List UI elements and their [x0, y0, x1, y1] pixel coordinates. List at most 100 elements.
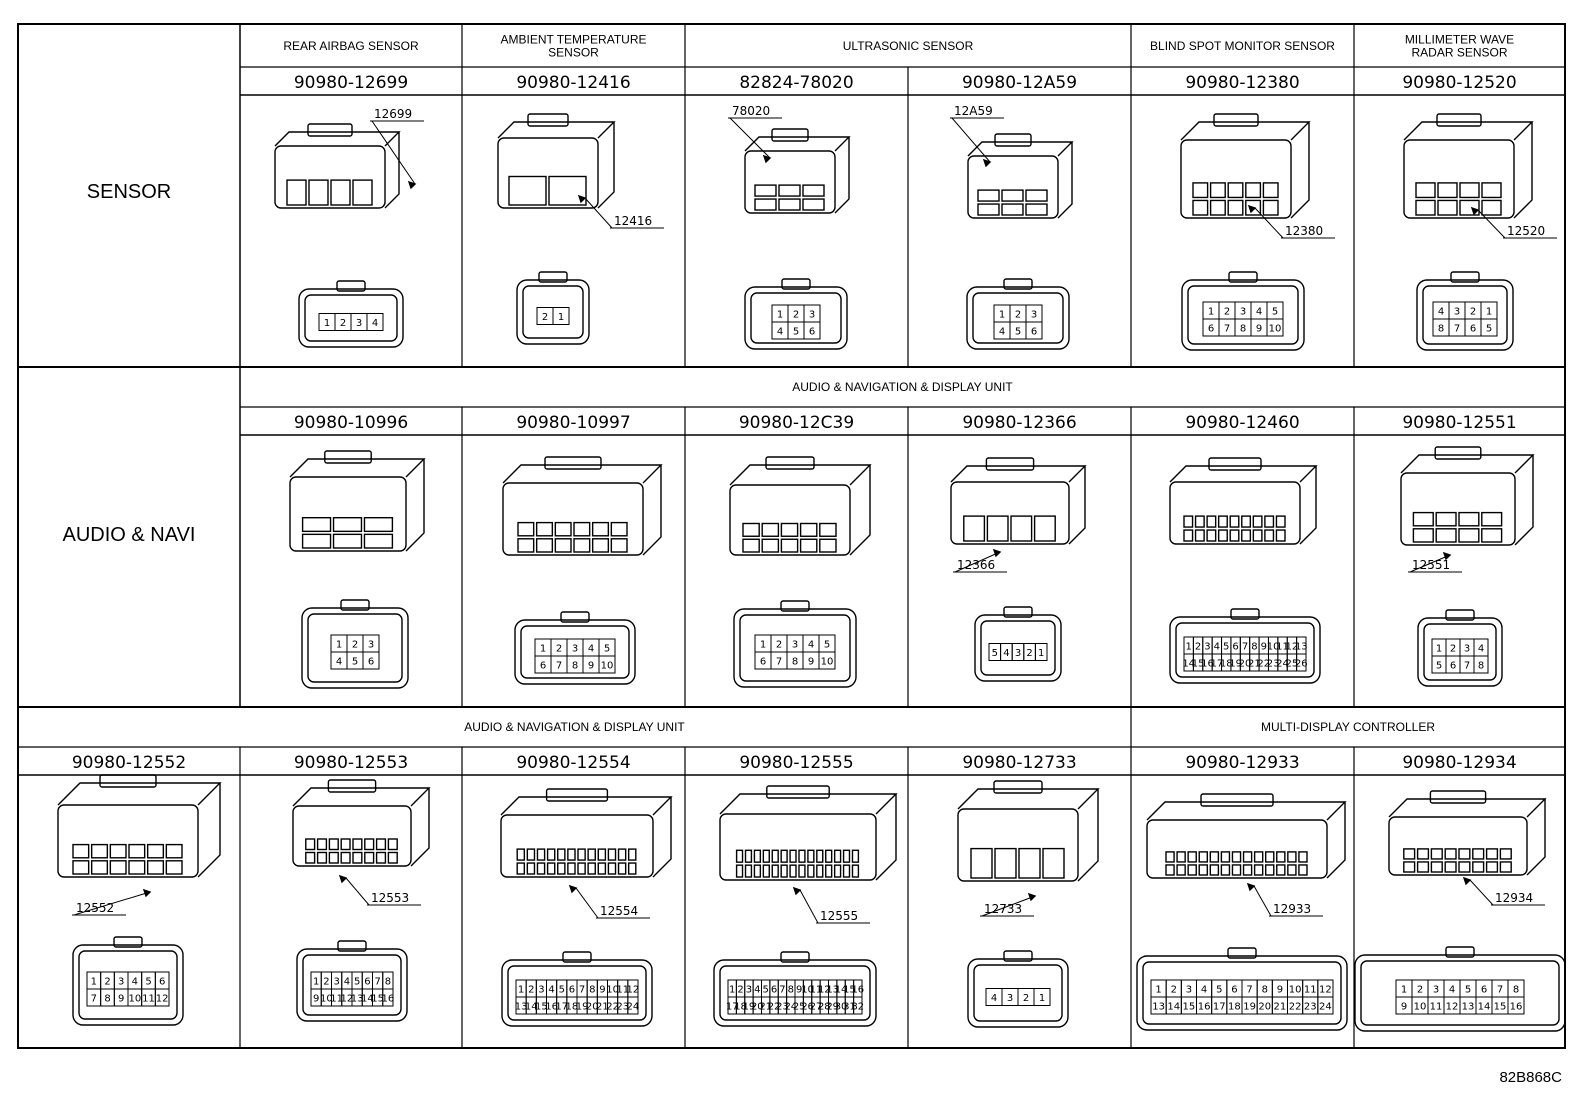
pin-cavity	[1275, 529, 1286, 542]
pin-cavity	[1430, 848, 1443, 860]
connector-side	[597, 122, 615, 209]
connector-iso-view	[1169, 457, 1318, 545]
pin-number: 19	[1243, 1002, 1256, 1013]
pin-number: 4	[808, 640, 814, 651]
callout-arrow	[1246, 882, 1256, 892]
pin-number: 4	[1201, 985, 1207, 996]
pin-number: 2	[1195, 642, 1201, 653]
pin-number: 10	[606, 985, 619, 996]
pin-cavity	[970, 847, 993, 879]
table-grid	[17, 23, 1566, 1049]
pin-cavity	[548, 175, 587, 206]
pin-cell	[1480, 318, 1498, 337]
pin-number: 7	[556, 661, 562, 672]
pin-number: 5	[793, 327, 799, 338]
pin-number: 2	[1470, 307, 1476, 318]
connector-body	[502, 482, 644, 556]
pin-number: 24	[627, 1002, 640, 1013]
connector-latch	[324, 450, 372, 464]
category-label-audio-navi: AUDIO & NAVI	[63, 524, 196, 546]
connector-latch	[771, 128, 809, 142]
pin-number: 8	[1240, 324, 1246, 335]
connector-body	[729, 484, 851, 556]
pin-number: 7	[1224, 324, 1230, 335]
pin-number: 2	[737, 985, 743, 996]
pin-number: 4	[999, 327, 1005, 338]
pin-cavity	[1231, 864, 1242, 876]
pin-number: 8	[792, 657, 798, 668]
callout: 12416	[577, 194, 664, 229]
pin-cavity	[1485, 861, 1499, 873]
pin-number: 10	[128, 994, 141, 1005]
pin-cell	[1266, 318, 1284, 337]
connector-top	[292, 787, 431, 807]
connector-iso-view	[719, 785, 898, 881]
pin-cavity	[1412, 511, 1434, 527]
pin-cell	[366, 313, 384, 331]
pin-cavity	[146, 843, 165, 859]
pin-number: 5	[1272, 307, 1278, 318]
connector-iso-view	[274, 123, 401, 209]
callout-label: 12555	[820, 909, 858, 923]
pin-cavity	[1220, 851, 1231, 863]
pin-number: 15	[1494, 1002, 1507, 1013]
pin-number: 21	[596, 1002, 609, 1013]
pin-cavity	[607, 862, 617, 875]
pin-number: 13	[1295, 642, 1308, 653]
pin-number: 3	[118, 977, 124, 988]
pin-cavity	[1435, 511, 1457, 527]
pin-cavity	[1264, 515, 1275, 528]
callout-leader	[1409, 554, 1451, 573]
pin-cavity	[789, 849, 797, 863]
pin-number: 5	[1465, 985, 1471, 996]
callout: 12366	[953, 548, 1007, 573]
pin-number: 3	[809, 310, 815, 321]
connector-face-lock	[780, 600, 810, 612]
pin-number: 3	[792, 640, 798, 651]
pin-cavity	[591, 538, 610, 553]
callout-label: 12554	[600, 904, 638, 918]
connector-face-inner	[507, 965, 647, 1021]
connector-body	[1403, 139, 1515, 219]
pin-cavity	[833, 864, 842, 878]
pin-number: 6	[1231, 985, 1237, 996]
pin-number: 1	[729, 985, 735, 996]
callout-leader	[799, 889, 819, 924]
connector-face-lock	[1227, 947, 1257, 959]
connector-side	[1513, 122, 1533, 219]
pin-number: 7	[1454, 324, 1460, 335]
pin-number: 5	[559, 985, 565, 996]
pin-cavity	[825, 864, 833, 878]
pin-cavity	[851, 849, 860, 863]
pin-cell	[382, 988, 394, 1007]
callout-arrow	[1462, 876, 1472, 886]
pin-cavity	[1458, 848, 1471, 860]
pin-cavity	[1220, 864, 1231, 876]
connector-face-inner	[750, 292, 842, 344]
pin-number: 12	[1446, 1002, 1459, 1013]
sensor-group-label: REAR AIRBAG SENSOR	[283, 39, 419, 53]
pin-number: 3	[1464, 644, 1470, 655]
part-number: 90980-12933	[1185, 753, 1299, 773]
pin-number: 4	[1003, 648, 1009, 659]
pin-number: 13	[1462, 1002, 1475, 1013]
pin-number: 26	[1295, 659, 1308, 670]
connector-latch	[1200, 793, 1274, 807]
pin-cavity	[1209, 851, 1220, 863]
pin-number: 3	[1433, 985, 1439, 996]
part-number: 90980-12934	[1402, 753, 1516, 773]
pin-number: 5	[604, 644, 610, 655]
pin-number: 5	[1436, 661, 1442, 672]
part-number: 90980-10997	[516, 413, 630, 433]
pin-number: 5	[1486, 324, 1492, 335]
pin-number: 3	[1007, 993, 1013, 1004]
pin-cavity	[735, 849, 744, 863]
pin-number: 2	[776, 640, 782, 651]
part-number: 90980-12416	[516, 73, 630, 93]
pin-number: 1	[518, 985, 524, 996]
callout-arrow	[1247, 204, 1257, 214]
callout-label: 78020	[732, 104, 770, 118]
